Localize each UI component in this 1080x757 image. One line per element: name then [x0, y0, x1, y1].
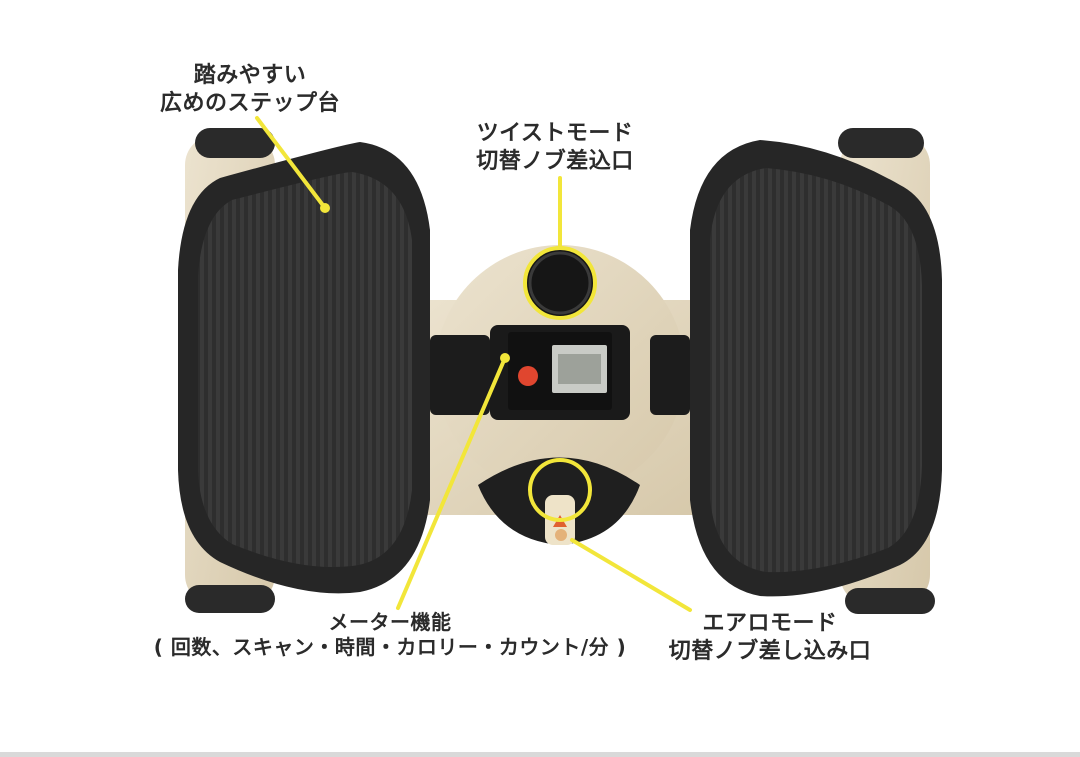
bottom-divider — [0, 752, 1080, 757]
callout-meter — [396, 356, 507, 610]
label-aero-line2: 切替ノブ差し込み口 — [668, 638, 872, 664]
right-base-cap-bottom — [845, 588, 935, 614]
right-base-cap-top — [838, 128, 924, 158]
callout-step — [255, 116, 327, 210]
label-meter-line1: メーター機能 — [328, 610, 452, 634]
left-bracket — [430, 335, 490, 415]
twist-knob — [525, 248, 595, 318]
label-twist-mode: ツイストモード 切替ノブ差込口 — [440, 120, 670, 175]
callout-meter-dot — [500, 353, 510, 363]
meter-button — [518, 366, 538, 386]
label-step-line1: 踏みやすい — [193, 63, 307, 88]
left-base-cap-top — [195, 128, 275, 158]
label-step-platform: 踏みやすい 広めのステップ台 — [130, 62, 370, 117]
right-bracket — [650, 335, 690, 415]
left-base-cap-bottom — [185, 585, 275, 613]
label-meter: メーター機能 ( 回数、スキャン・時間・カロリー・カウント/分 ) — [130, 610, 650, 660]
label-aero-mode: エアロモード 切替ノブ差し込み口 — [620, 610, 920, 665]
label-meter-line2: ( 回数、スキャン・時間・カロリー・カウント/分 ) — [153, 635, 627, 659]
callout-twist — [523, 176, 597, 320]
label-aero-line1: エアロモード — [702, 611, 838, 636]
label-twist-line1: ツイストモード — [476, 121, 634, 146]
label-twist-line2: 切替ノブ差込口 — [476, 148, 634, 174]
label-step-line2: 広めのステップ台 — [159, 90, 340, 116]
callout-aero — [528, 458, 692, 612]
callout-step-dot — [320, 203, 330, 213]
